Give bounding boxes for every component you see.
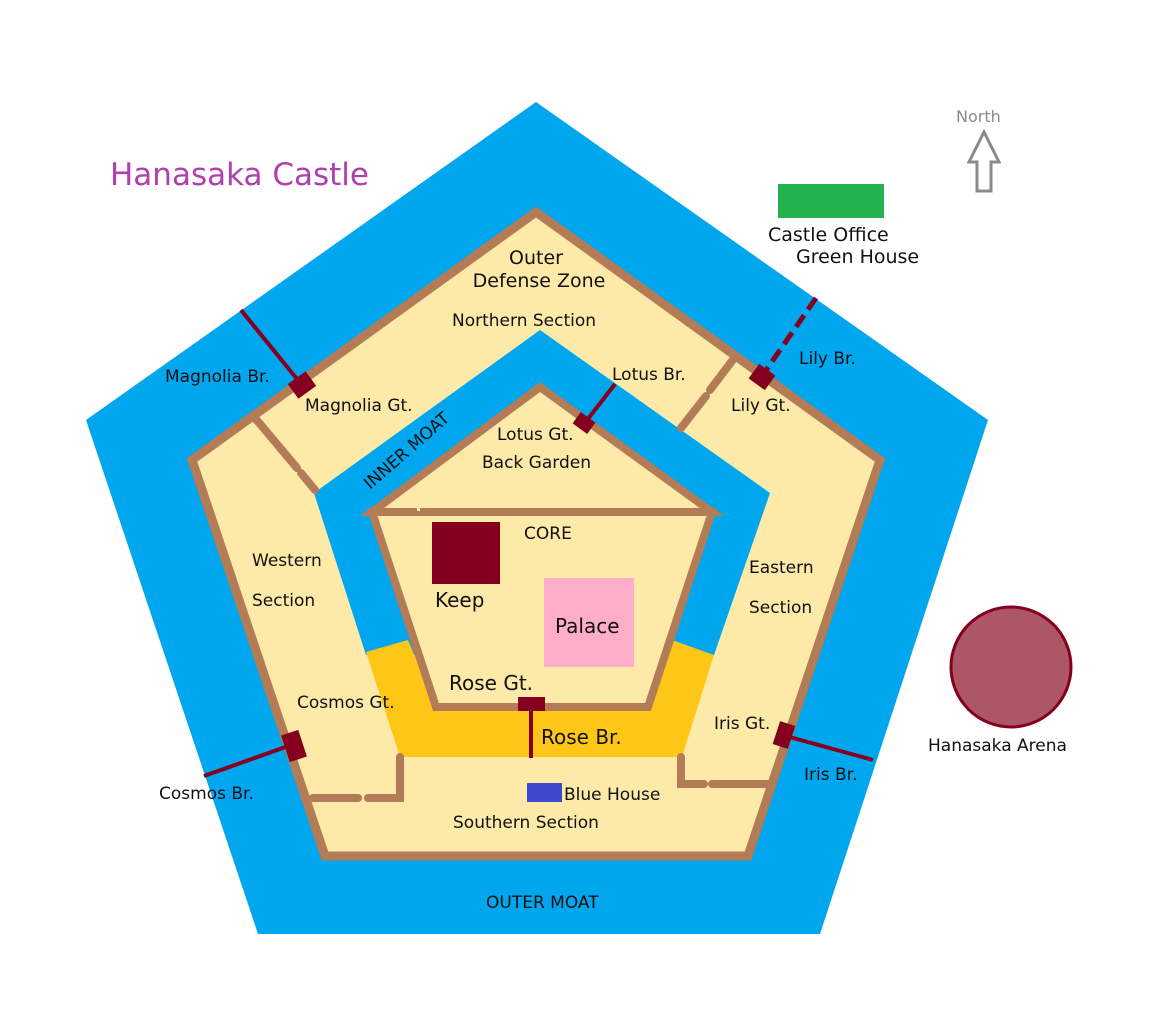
lily-bridge[interactable] xyxy=(759,296,819,378)
rose-bridge-label[interactable]: Rose Br. xyxy=(541,725,622,749)
southern-section-label: Southern Section xyxy=(453,813,599,833)
iris-gate-label[interactable]: Iris Gt. xyxy=(714,714,771,734)
cosmos-gate-label[interactable]: Cosmos Gt. xyxy=(297,693,395,713)
blue-house-label: Blue House xyxy=(564,785,661,805)
lotus-bridge[interactable] xyxy=(582,382,617,426)
rose-gate-label[interactable]: Rose Gt. xyxy=(449,671,534,695)
keep-building xyxy=(432,522,500,584)
green-house-label: Green House xyxy=(796,246,920,268)
northeast-divider-wall xyxy=(677,353,739,432)
lotus-gate[interactable] xyxy=(572,412,596,434)
castle-office-building xyxy=(778,184,884,218)
map-title: Hanasaka Castle xyxy=(110,157,369,193)
rose-zone xyxy=(366,640,714,757)
iris-gate[interactable] xyxy=(772,721,796,749)
outer-moat-label: OUTER MOAT xyxy=(486,893,599,913)
hanasaka-arena-label: Hanasaka Arena xyxy=(928,736,1067,756)
western-section-label-1: Western xyxy=(252,551,322,571)
outer-zone-label-1: Outer xyxy=(509,247,563,269)
iris-bridge[interactable] xyxy=(785,734,874,762)
core-label: CORE xyxy=(524,524,572,544)
eastern-section-label-2: Section xyxy=(749,598,813,618)
southern-east-wall xyxy=(677,753,772,788)
magnolia-gate-label[interactable]: Magnolia Gt. xyxy=(305,396,413,416)
lily-gate[interactable] xyxy=(748,363,776,391)
northern-section-label: Northern Section xyxy=(452,311,597,331)
keep-label: Keep xyxy=(435,588,485,612)
magnolia-bridge[interactable] xyxy=(239,308,303,386)
outer-zone-label-2: Defense Zone xyxy=(472,270,606,292)
northwest-divider-wall xyxy=(251,414,319,494)
southern-west-wall xyxy=(309,753,404,802)
magnolia-gate[interactable] xyxy=(287,371,317,399)
rose-gate[interactable] xyxy=(518,697,545,711)
eastern-section-label-1: Eastern xyxy=(749,558,814,578)
cosmos-bridge-label[interactable]: Cosmos Br. xyxy=(159,784,254,804)
magnolia-bridge-label[interactable]: Magnolia Br. xyxy=(165,367,270,387)
palace-building xyxy=(544,578,634,667)
lotus-gate-label[interactable]: Lotus Gt. xyxy=(497,425,574,445)
iris-bridge-label[interactable]: Iris Br. xyxy=(804,765,858,785)
north-arrow-icon xyxy=(966,128,1002,193)
hanasaka-arena-building xyxy=(949,605,1073,729)
lily-bridge-label[interactable]: Lily Br. xyxy=(799,349,856,369)
western-section-label-2: Section xyxy=(252,591,316,611)
cosmos-gate[interactable] xyxy=(281,729,307,763)
core-wall-notch xyxy=(417,505,420,511)
lotus-bridge-label[interactable]: Lotus Br. xyxy=(612,365,686,385)
blue-house-building xyxy=(527,783,562,802)
cosmos-bridge[interactable] xyxy=(203,742,295,778)
back-garden-label: Back Garden xyxy=(482,453,591,473)
castle-office-label: Castle Office xyxy=(768,224,889,246)
lily-gate-label[interactable]: Lily Gt. xyxy=(731,396,791,416)
north-label: North xyxy=(956,107,1001,126)
palace-label: Palace xyxy=(555,614,620,638)
